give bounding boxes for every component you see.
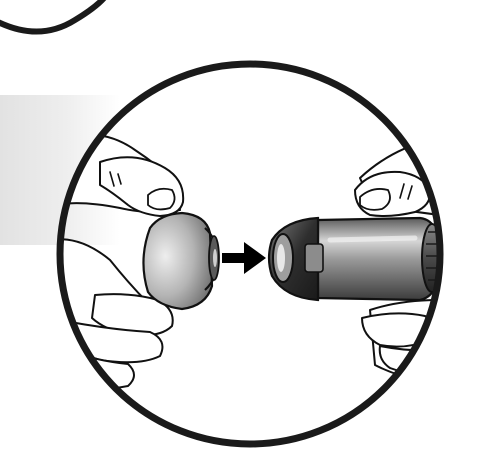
left-thumbnail — [148, 189, 175, 210]
previous-panel-ring — [0, 0, 104, 32]
cartridge — [269, 218, 442, 300]
needle-cap — [143, 213, 219, 309]
right-arrow-icon — [222, 242, 266, 274]
